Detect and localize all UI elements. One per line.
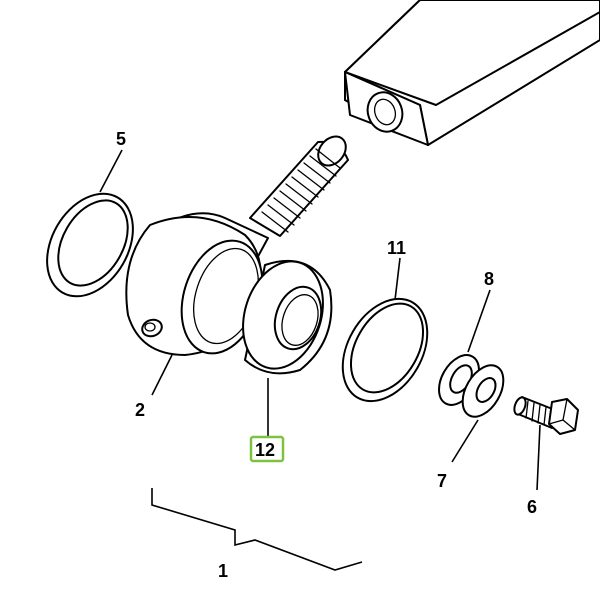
leader-lines <box>99 149 541 571</box>
callout-6: 6 <box>527 497 537 517</box>
callout-1: 1 <box>218 561 228 581</box>
callouts: 5 2 12 11 8 7 6 1 <box>116 129 537 581</box>
assembly-bracket-1 <box>151 488 363 571</box>
leader-8 <box>467 289 491 353</box>
bearing-part-12 <box>242 259 333 375</box>
callout-8: 8 <box>484 269 494 289</box>
square-arm <box>344 0 600 146</box>
callout-2: 2 <box>135 400 145 420</box>
leader-11 <box>394 257 401 301</box>
callout-5: 5 <box>116 129 126 149</box>
leader-6 <box>536 424 541 491</box>
callout-7: 7 <box>437 471 447 491</box>
flat-washer-part-7 <box>461 364 505 418</box>
callout-11: 11 <box>387 238 406 258</box>
callout-12-highlight <box>249 435 285 463</box>
leader-7 <box>451 419 479 463</box>
leader-5 <box>99 149 123 193</box>
callout-12: 12 <box>255 440 275 460</box>
bolt-part-6 <box>513 396 579 435</box>
leader-2 <box>151 354 173 396</box>
snap-ring-part-5 <box>46 192 134 298</box>
seal-ring-part-11 <box>341 297 429 403</box>
threaded-stud <box>249 135 349 237</box>
